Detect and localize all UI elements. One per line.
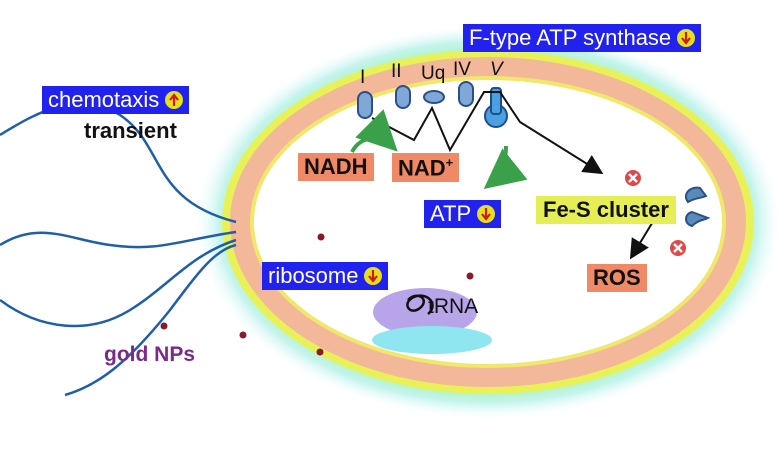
fes-to-ros-arrow xyxy=(629,219,655,260)
ros-label: ROS xyxy=(587,264,647,292)
uq-label: Uq xyxy=(421,63,446,84)
membrane-channel-upper xyxy=(684,186,708,204)
trna-glyph xyxy=(406,294,434,315)
atp-text: ATP xyxy=(430,201,472,226)
inhibition-icon-1 xyxy=(623,168,643,188)
nadh-oxidation-arrow xyxy=(350,109,398,154)
ribosome-small-subunit xyxy=(372,326,492,354)
gold-np-5 xyxy=(316,348,324,356)
nad-superscript: + xyxy=(445,155,454,170)
ribosome-text: ribosome xyxy=(268,263,359,288)
membrane-channel-lower xyxy=(685,210,711,228)
complex-I-label: I xyxy=(360,67,366,88)
inhibition-icon-2 xyxy=(668,238,688,258)
chemotaxis-text: chemotaxis xyxy=(48,87,160,112)
complex-II-label: II xyxy=(391,61,402,82)
up-arrow-icon xyxy=(165,91,184,109)
ubiquinone-shape xyxy=(423,90,445,104)
flagellum-1 xyxy=(0,102,237,224)
complex-IV-shape xyxy=(458,81,474,107)
complex-II-shape xyxy=(395,85,411,109)
transient-label: transient xyxy=(84,118,177,143)
gold-nps-label: gold NPs xyxy=(104,343,196,366)
gold-np-1 xyxy=(317,233,325,241)
electron-path xyxy=(371,91,604,175)
nad-label: NAD+ xyxy=(392,153,460,183)
atp-label: ATP xyxy=(424,200,502,228)
flagellum-2 xyxy=(0,230,237,249)
nadh-label: NADH xyxy=(298,153,374,181)
f-type-text: F-type ATP synthase xyxy=(469,25,672,50)
atp-production-arrow xyxy=(483,145,528,190)
trna-label: tRNA xyxy=(428,295,479,318)
complex-IV-label: IV xyxy=(453,59,471,80)
ribosome-label: ribosome xyxy=(262,262,389,290)
nad-text: NAD xyxy=(398,155,446,181)
gold-np-2 xyxy=(466,272,474,280)
flagellum-4 xyxy=(64,243,237,397)
fe-s-cluster-label: Fe-S cluster xyxy=(536,196,676,224)
chemotaxis-label: chemotaxis xyxy=(42,86,190,114)
down-arrow-icon xyxy=(364,267,383,285)
complex-I-shape xyxy=(357,91,373,119)
down-arrow-icon xyxy=(677,29,696,47)
gold-np-4 xyxy=(239,331,247,339)
f-type-atp-synthase-label: F-type ATP synthase xyxy=(463,24,702,52)
atp-synthase-stalk xyxy=(490,87,502,115)
complex-V-label: V xyxy=(490,59,503,80)
gold-np-3 xyxy=(160,322,168,330)
down-arrow-icon xyxy=(477,205,496,223)
flagellum-3 xyxy=(0,238,237,328)
ribosome-large-subunit xyxy=(373,288,477,336)
